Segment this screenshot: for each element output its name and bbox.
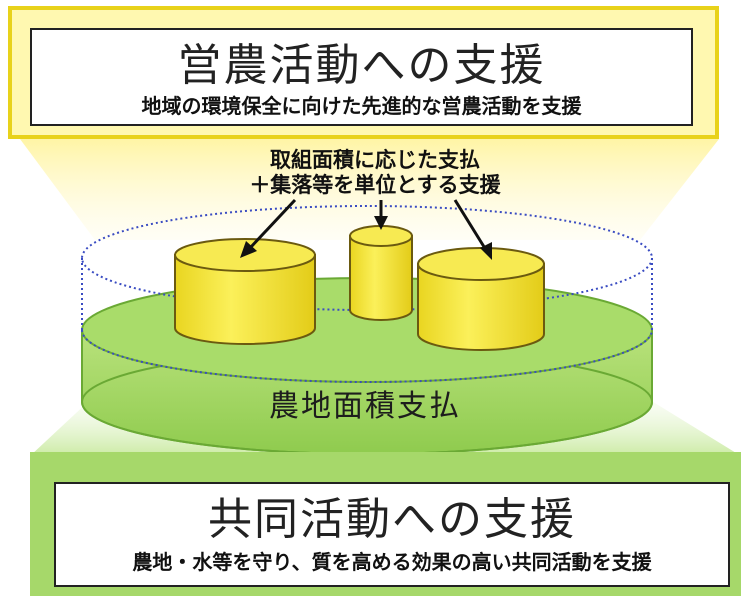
base-disc-label: 農地面積支払 <box>269 389 461 424</box>
top-panel-subtitle: 地域の環境保全に向けた先進的な営農活動を支援 <box>141 94 582 118</box>
arrow-to-right-cylinder <box>453 199 492 260</box>
cylinder-right <box>417 247 545 351</box>
top-panel: 営農活動への支援 地域の環境保全に向けた先進的な営農活動を支援 <box>30 28 693 126</box>
bottom-panel: 共同活動への支援 農地・水等を守り、質を高める効果の高い共同活動を支援 <box>54 482 730 587</box>
callout-text: 取組面積に応じた支払 ＋集落等を単位とする支援 <box>230 148 520 198</box>
cylinder-middle <box>349 225 413 321</box>
dotted-cylinder-bottom-front <box>81 329 653 383</box>
bottom-panel-subtitle: 農地・水等を守り、質を高める効果の高い共同活動を支援 <box>132 550 652 574</box>
arrow-to-left-cylinder <box>240 198 297 258</box>
top-light-beam <box>20 139 719 240</box>
bottom-panel-title: 共同活動への支援 <box>208 494 576 545</box>
callout-line-1: 取組面積に応じた支払 <box>270 148 480 172</box>
arrow-to-middle-cylinder <box>374 200 388 230</box>
callout-line-2: ＋集落等を単位とする支援 <box>249 173 501 197</box>
top-panel-title: 営農活動への支援 <box>177 40 546 91</box>
